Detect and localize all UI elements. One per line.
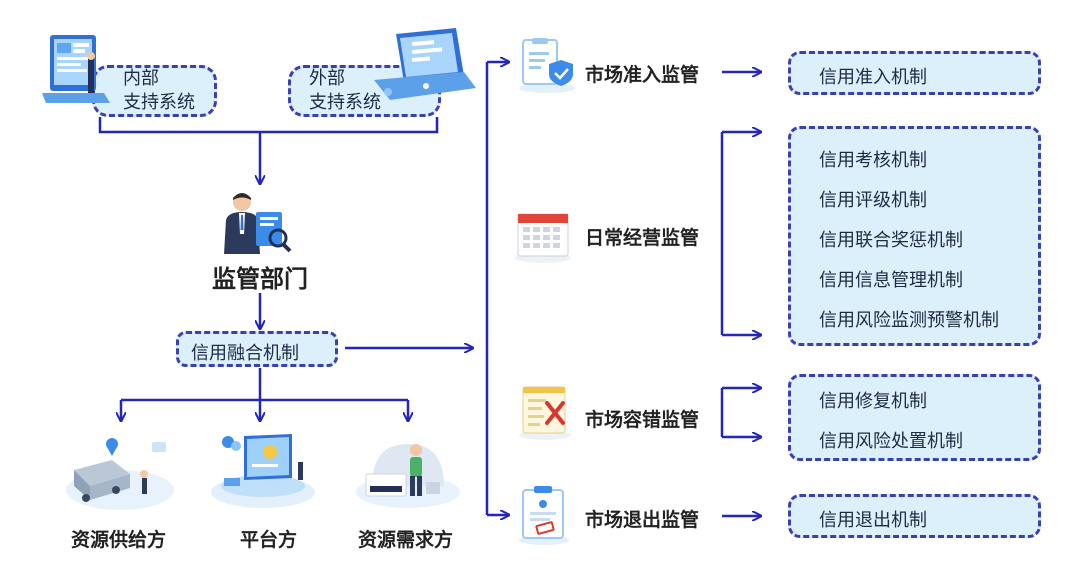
daily-mechanism-item-2: 信用评级机制 — [819, 190, 927, 211]
exit-mechanism-item: 信用退出机制 — [819, 510, 927, 531]
exit-label: 市场退出监管 — [585, 509, 700, 531]
demander-label: 资源需求方 — [358, 529, 454, 551]
tolerance-mechanism-item-2: 信用风险处置机制 — [819, 431, 963, 452]
entry-mechanism-box: 信用准入机制 — [788, 51, 1041, 95]
daily-mechanism-item-5: 信用风险监测预警机制 — [819, 310, 999, 331]
daily-mechanism-item-4: 信用信息管理机制 — [819, 270, 963, 291]
exit-mechanism-box: 信用退出机制 — [788, 494, 1041, 538]
daily-mechanism-item-1: 信用考核机制 — [819, 150, 927, 171]
external-support-line1: 外部 — [309, 68, 345, 89]
daily-label: 日常经营监管 — [585, 227, 700, 249]
resource-demand-icon — [356, 444, 460, 508]
tolerance-mechanism-item-1: 信用修复机制 — [819, 391, 927, 412]
tolerance-mechanism-box: 信用修复机制 信用风险处置机制 — [788, 374, 1041, 461]
entry-mechanism-item: 信用准入机制 — [819, 67, 927, 88]
platform-label: 平台方 — [240, 529, 298, 551]
exit-clipboard-icon — [519, 486, 569, 545]
entry-label: 市场准入监管 — [585, 64, 700, 86]
platform-device-icon — [211, 434, 315, 508]
tolerance-label: 市场容错监管 — [585, 409, 700, 431]
internal-support-line1: 内部 — [123, 68, 159, 89]
internal-support-box: 内部 支持系统 — [92, 65, 217, 117]
daily-mechanism-box: 信用考核机制 信用评级机制 信用联合奖惩机制 信用信息管理机制 信用风险监测预警… — [788, 126, 1041, 346]
error-clipboard-icon — [519, 386, 571, 440]
department-title: 监管部门 — [212, 265, 308, 293]
laptop-dashboard-icon — [42, 35, 110, 103]
shield-document-icon — [519, 38, 575, 93]
daily-mechanism-item-3: 信用联合奖惩机制 — [819, 230, 963, 251]
support-merge-line — [98, 117, 439, 134]
supervisor-person-icon — [224, 193, 292, 254]
fusion-mechanism-label: 信用融合机制 — [191, 343, 299, 364]
fusion-mechanism-box: 信用融合机制 — [176, 331, 338, 367]
delivery-truck-icon — [66, 438, 174, 510]
laptop-network-icon — [374, 28, 476, 100]
external-support-line2: 支持系统 — [309, 92, 381, 113]
internal-support-line2: 支持系统 — [123, 92, 195, 113]
calendar-icon — [515, 213, 571, 263]
supplier-label: 资源供给方 — [71, 529, 167, 551]
